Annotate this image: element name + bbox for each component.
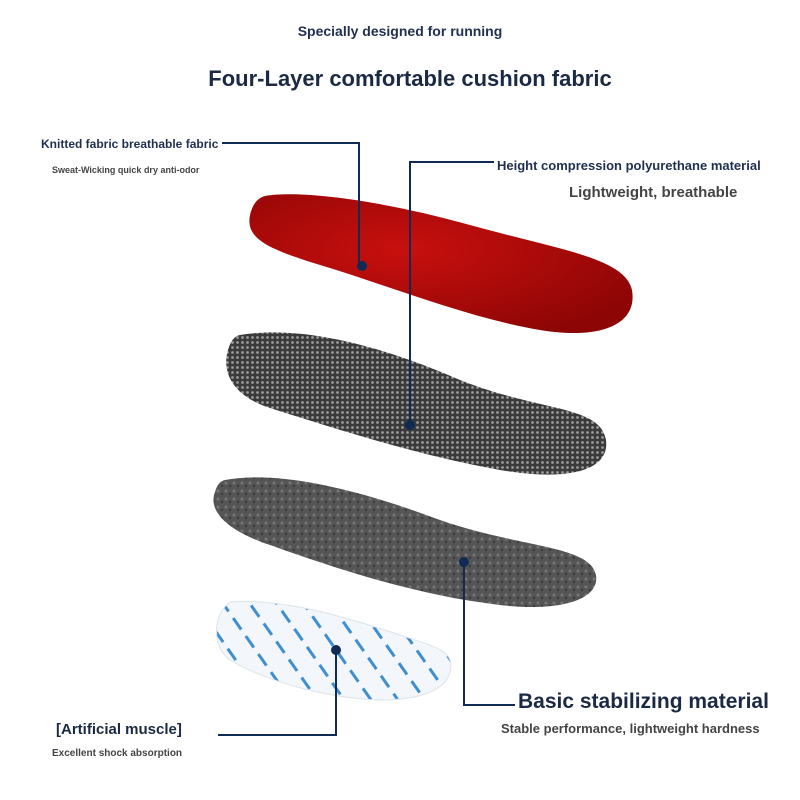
callout-lines [218, 142, 515, 736]
page-title: Four-Layer comfortable cushion fabric [208, 66, 612, 91]
layer-4-desc: Excellent shock absorption [52, 748, 183, 759]
subtitle: Specially designed for running [297, 23, 503, 39]
mesh-layer [226, 332, 607, 475]
layer-1-label: Knitted fabric breathable fabric [41, 137, 219, 151]
foam-layer [213, 477, 597, 607]
layer-4-label: [Artificial muscle] [56, 721, 182, 738]
red-top-layer [249, 194, 633, 334]
layer-3-label: Basic stabilizing material [518, 690, 769, 713]
layer-1-desc: Sweat-Wicking quick dry anti-odor [52, 165, 200, 175]
layer-3-desc: Stable performance, lightweight hardness [501, 721, 760, 736]
callout-dots [331, 261, 469, 655]
layer-2-desc: Lightweight, breathable [569, 184, 738, 201]
layer-2-label: Height compression polyurethane material [497, 158, 761, 173]
